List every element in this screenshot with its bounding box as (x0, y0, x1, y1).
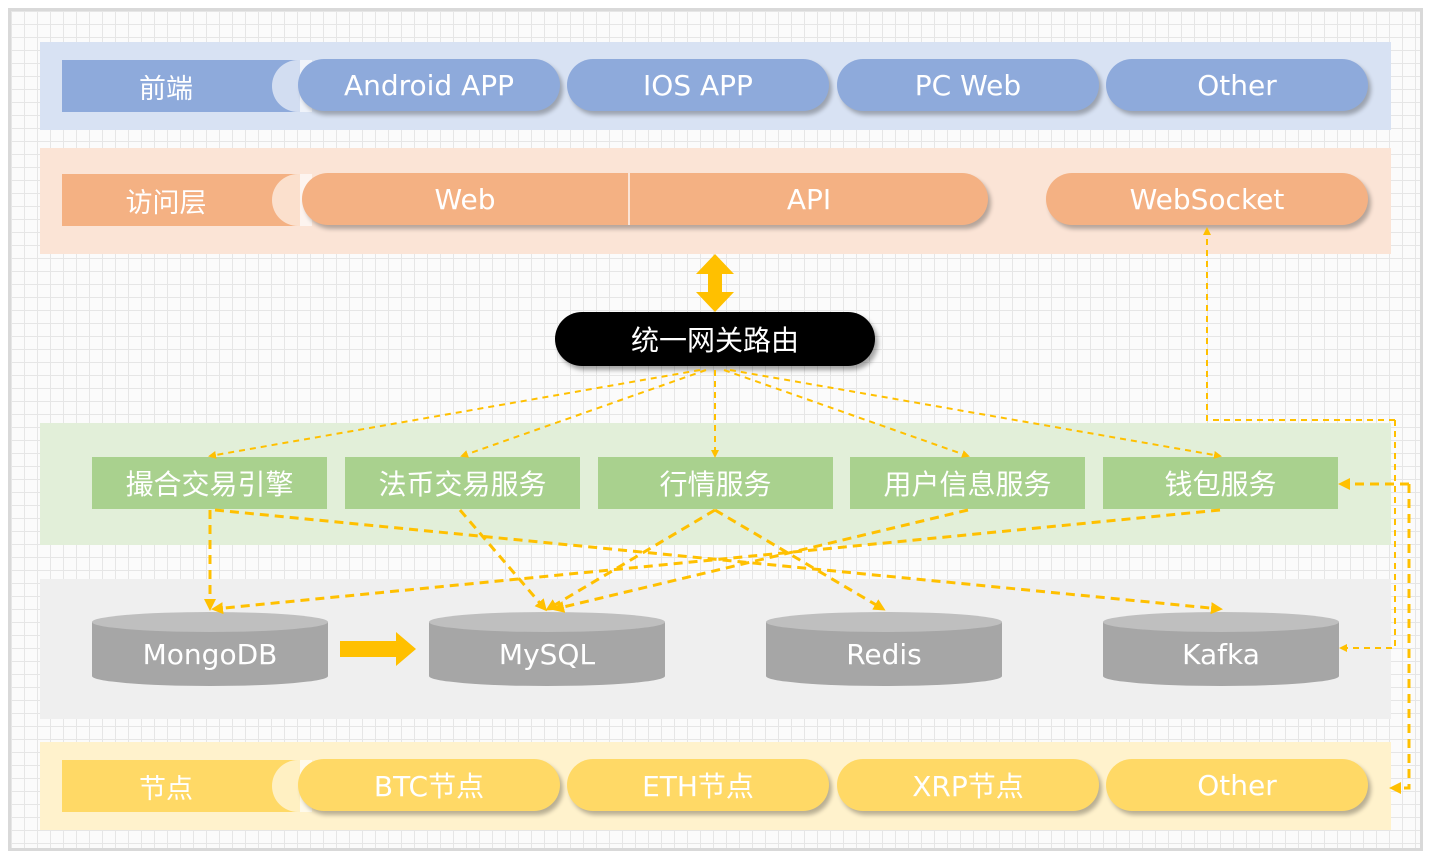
access-gateway-double-arrow (696, 254, 734, 312)
db-redis-label: Redis (846, 637, 922, 671)
access-label: 访问层 (62, 174, 312, 226)
db-kafka-label: Kafka (1182, 637, 1260, 671)
db-mysql-label: MySQL (498, 637, 596, 671)
access-web-api-pill: Web API (302, 173, 988, 225)
service-matching-engine: 撮合交易引擎 (92, 457, 327, 509)
frontend-label: 前端 (62, 60, 312, 112)
access-websocket: WebSocket (1046, 173, 1368, 225)
gateway-to-services (208, 369, 1222, 459)
node-xrp: XRP节点 (837, 759, 1099, 811)
right-side-connectors (1203, 227, 1396, 652)
node-wallet-connector (1338, 478, 1411, 794)
service-user-info: 用户信息服务 (850, 457, 1085, 509)
node-btc: BTC节点 (298, 759, 560, 811)
service-fiat-trading: 法币交易服务 (345, 457, 580, 509)
access-web: Web (434, 182, 496, 216)
db-redis: Redis (766, 612, 1002, 686)
frontend-android-app: Android APP (298, 59, 560, 111)
access-divider (628, 173, 630, 225)
node-eth: ETH节点 (567, 759, 829, 811)
db-mysql: MySQL (429, 612, 665, 686)
gateway-router: 统一网关路由 (555, 312, 875, 366)
db-mongodb: MongoDB (92, 612, 328, 686)
services-to-storage (204, 508, 1223, 615)
service-wallet: 钱包服务 (1103, 457, 1338, 509)
db-kafka: Kafka (1103, 612, 1339, 686)
frontend-pc-web: PC Web (837, 59, 1099, 111)
frontend-ios-app: IOS APP (567, 59, 829, 111)
db-mongodb-label: MongoDB (142, 637, 278, 671)
access-api: API (786, 182, 832, 216)
service-market-data: 行情服务 (598, 457, 833, 509)
mongodb-to-mysql-arrow (340, 632, 416, 666)
frontend-other: Other (1106, 59, 1368, 111)
node-other: Other (1106, 759, 1368, 811)
